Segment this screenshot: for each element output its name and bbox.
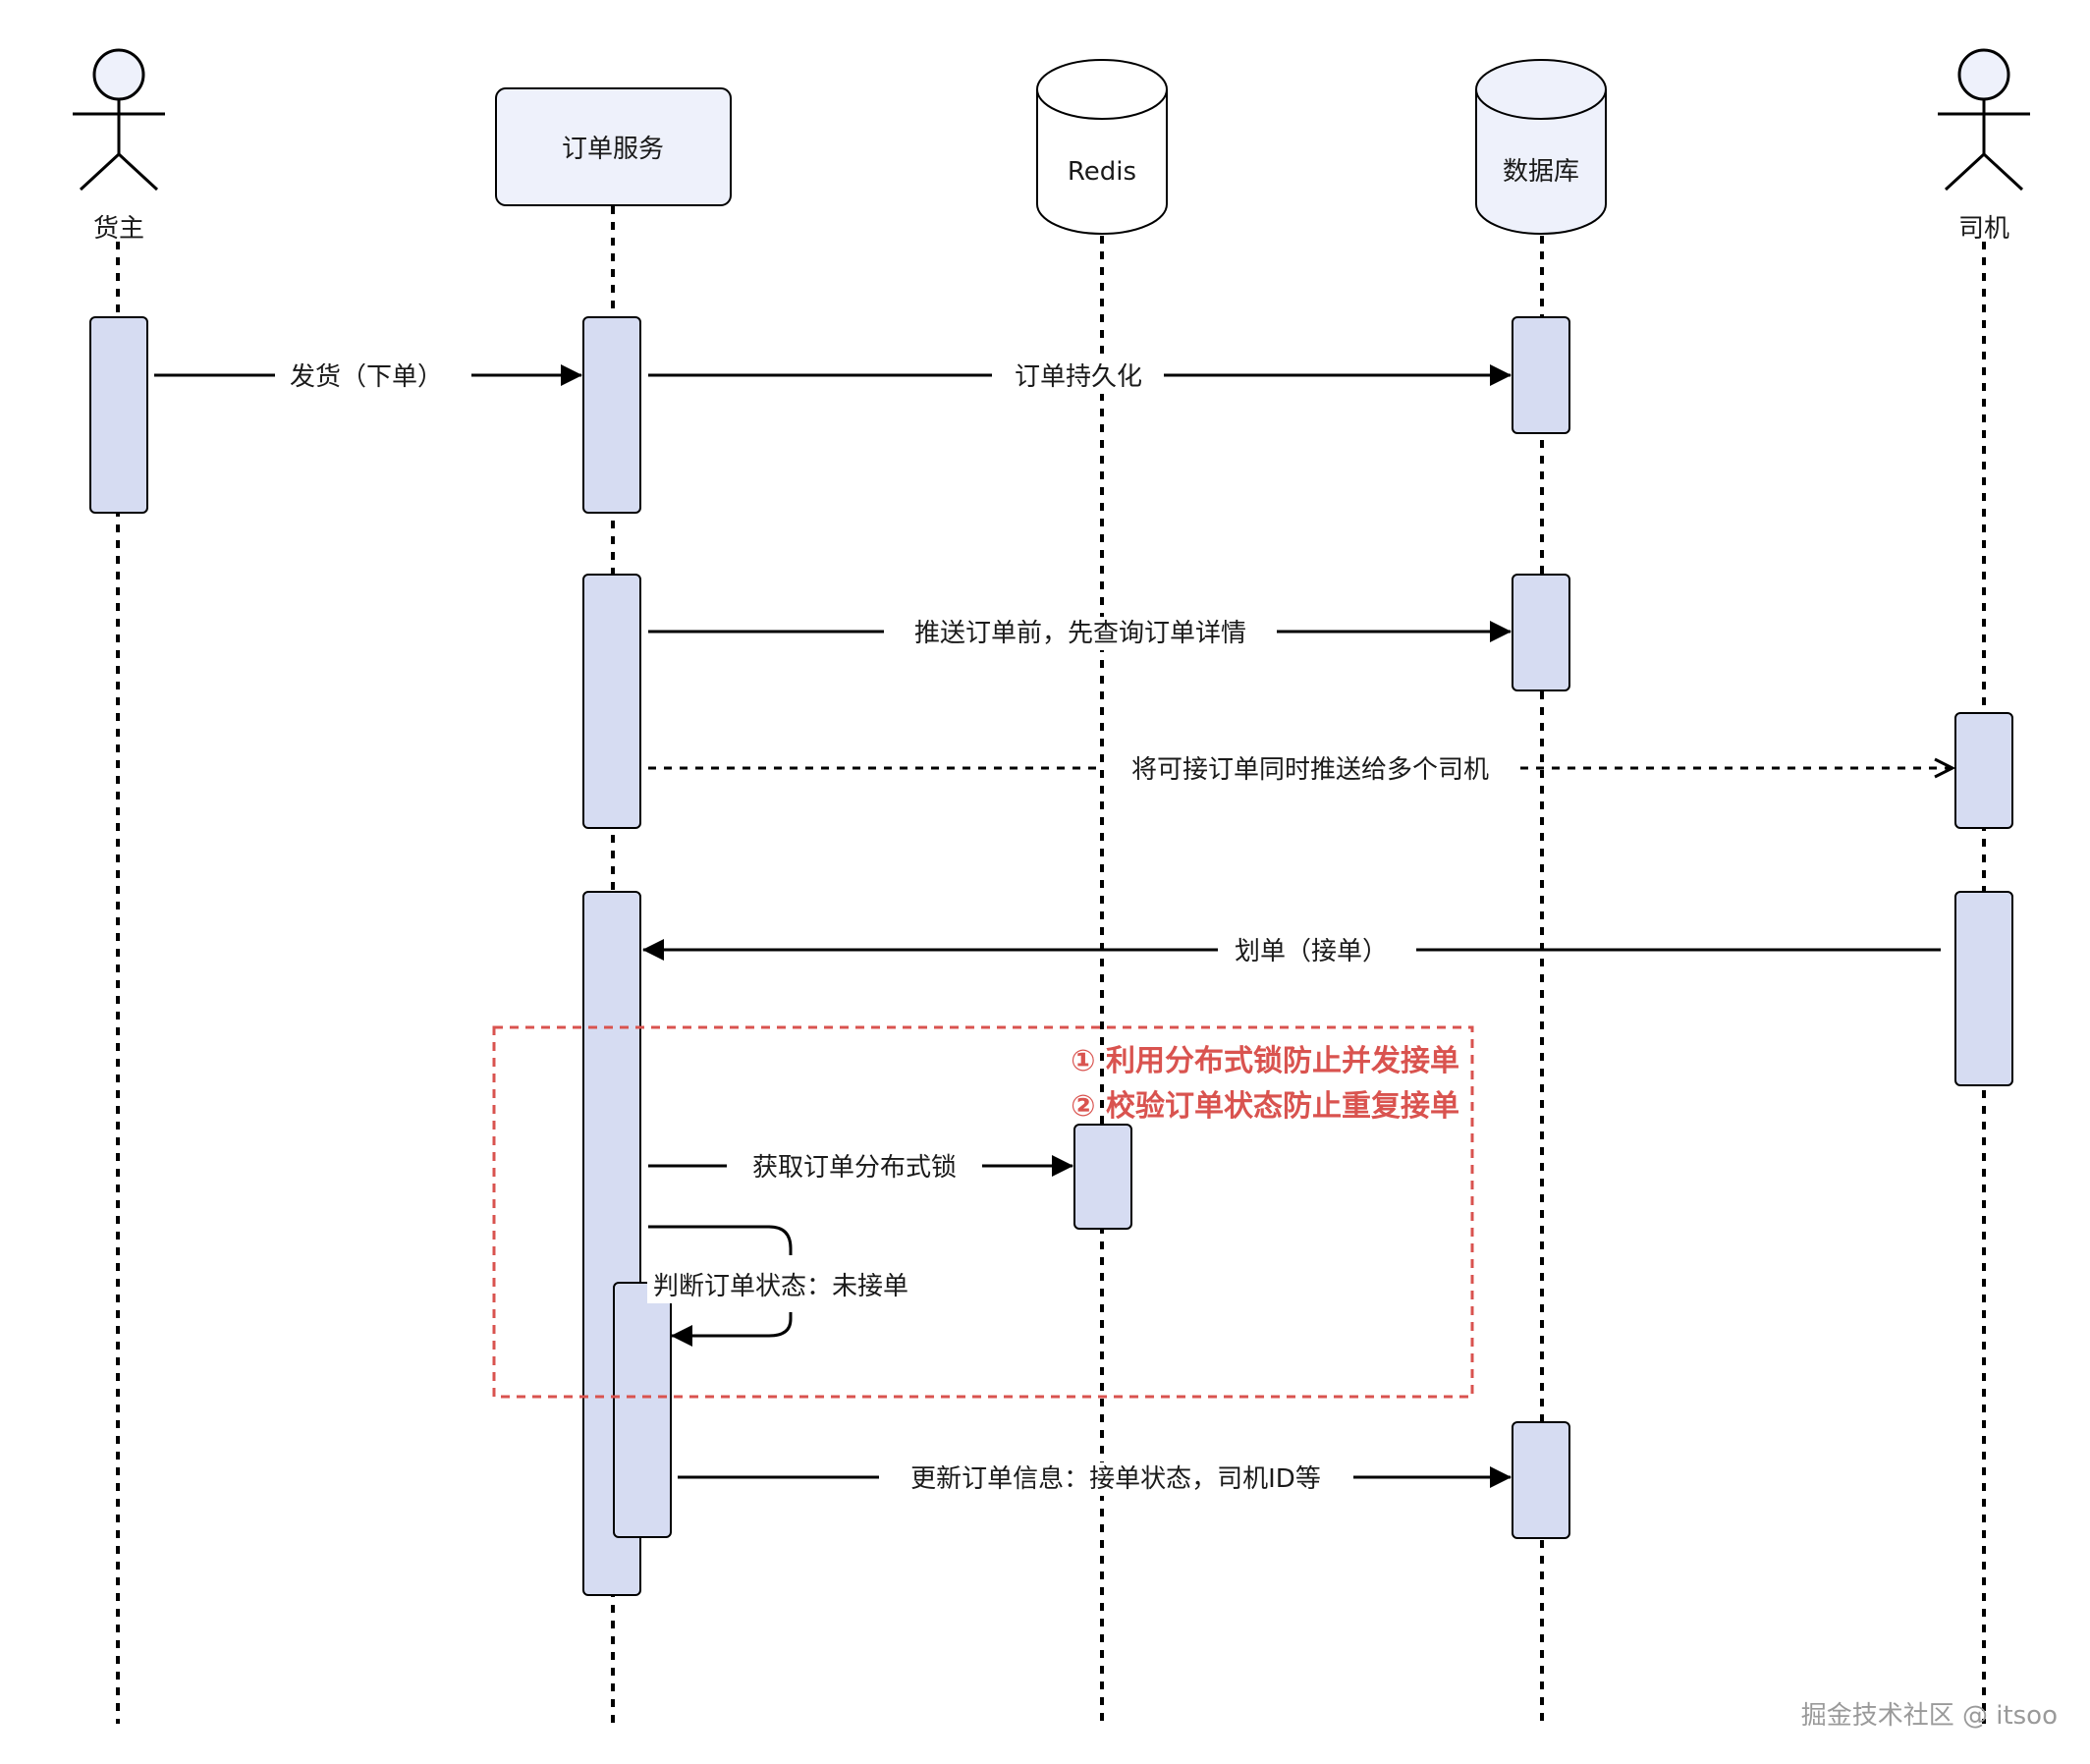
participant-driver: 司机 [1938,48,2030,244]
message-persist-order: 订单持久化 [648,360,1512,394]
participant-shipper: 货主 [73,48,165,244]
message-grab-order: 划单（接单） [642,935,1941,968]
label-background [1008,360,1149,394]
message-label: 推送订单前，先查询订单详情 [914,619,1246,648]
activations [89,316,2013,1596]
label-background [908,617,1253,650]
activation-bar [89,316,148,514]
participant-label-order-service: 订单服务 [562,135,664,164]
message-label: 获取订单分布式锁 [752,1153,957,1183]
message-acquire-lock: 获取订单分布式锁 [648,1151,1073,1185]
message-label: 订单持久化 [1015,362,1142,392]
database-icon [1475,59,1607,235]
activation-bar [1954,712,2013,829]
activation-bar [1512,316,1570,434]
participant-label-database: 数据库 [1503,157,1579,187]
message-update-order: 更新订单信息：接单状态，司机ID等 [678,1462,1512,1496]
activation-bar [1512,574,1570,691]
activation-bar [582,316,641,514]
activation-bar [1073,1124,1132,1230]
participant-label-driver: 司机 [1958,214,2009,244]
message-ship-order: 发货（下单） [154,360,582,394]
participant-label-shipper: 货主 [93,214,144,244]
actor-icon [73,48,165,192]
database-icon [1036,59,1168,235]
message-label: 更新订单信息：接单状态，司机ID等 [910,1464,1321,1494]
participant-database: 数据库 [1475,59,1607,235]
note-box: ① 利用分布式锁防止并发接单 ② 校验订单状态防止重复接单 [492,1025,1474,1399]
message-label: 发货（下单） [290,362,443,392]
lifelines [116,206,1986,1724]
label-background [905,1462,1327,1496]
message-label: 将可接订单同时推送给多个司机 [1131,755,1489,785]
label-background [1228,935,1395,968]
participant-redis: Redis [1036,59,1168,235]
activation-bar [1512,1421,1570,1539]
activation-bar [582,574,641,829]
watermark: 掘金技术社区 @ itsoo [1801,1701,2058,1731]
label-background [283,360,450,394]
message-check-status: 判断订单状态：未接单 [647,1225,915,1347]
message-push-drivers: 将可接订单同时推送给多个司机 [648,753,1952,787]
activation-bar [1954,891,2013,1086]
label-background [1125,753,1496,787]
label-background [647,1270,915,1303]
message-label: 判断订单状态：未接单 [653,1272,908,1301]
participant-order-service: 订单服务 [495,87,732,206]
message-query-detail: 推送订单前，先查询订单详情 [648,617,1512,650]
actor-icon [1938,48,2030,192]
participant-box [495,87,732,206]
label-background [745,1151,963,1185]
activation-bar [613,1282,672,1538]
note-line-1: ① 利用分布式锁防止并发接单 [1071,1044,1459,1078]
participant-label-redis: Redis [1068,157,1136,187]
note-line-2: ② 校验订单状态防止重复接单 [1071,1089,1459,1124]
message-label: 划单（接单） [1235,937,1388,966]
